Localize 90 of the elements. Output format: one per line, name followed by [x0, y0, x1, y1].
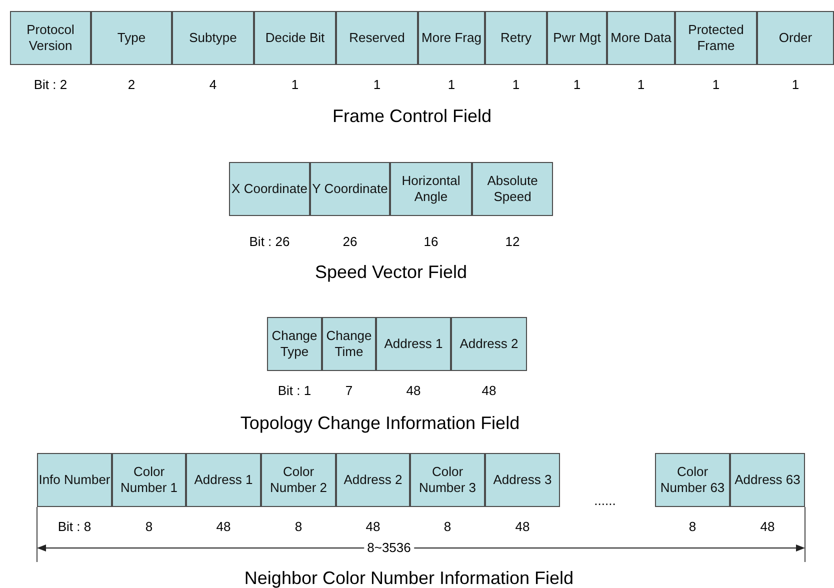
field-box — [376, 317, 451, 371]
field-box — [655, 453, 730, 507]
field-name: Retry — [500, 30, 532, 46]
bit-width: 1 — [512, 77, 520, 92]
field-name: Subtype — [189, 30, 237, 46]
field-title: Topology Change Information Field — [240, 413, 520, 434]
bit-width: 1 — [373, 77, 381, 92]
bit-width: 8 — [294, 519, 302, 534]
bit-width: 48 — [482, 383, 496, 398]
dimension-value: 8~3536 — [364, 540, 414, 555]
field-box — [112, 453, 186, 507]
field-name: Color Number 3 — [418, 464, 478, 496]
bit-width: 26 — [342, 234, 358, 249]
field-box — [267, 317, 322, 371]
field-box — [336, 11, 418, 65]
field-box — [757, 11, 834, 65]
field-name: Type — [117, 30, 146, 46]
field-box — [547, 11, 607, 65]
bit-width: Bit : 1 — [278, 383, 312, 398]
bit-width: Bit : 26 — [249, 234, 290, 249]
field-name: Horizontal Angle — [400, 173, 462, 205]
field-title: Frame Control Field — [332, 106, 492, 127]
field-box — [310, 162, 390, 216]
field-name: Change Time — [325, 328, 373, 360]
field-name: Change Type — [270, 328, 318, 360]
field-name: X Coordinate — [232, 181, 308, 197]
bit-width: 1 — [573, 77, 581, 92]
bit-width: 1 — [637, 77, 645, 92]
field-box — [607, 11, 675, 65]
field-name: Address 2 — [460, 336, 518, 352]
field-box — [91, 11, 172, 65]
field-box — [10, 11, 91, 65]
bit-width: 48 — [366, 519, 380, 534]
field-name: Color Number 63 — [659, 464, 726, 496]
bit-width: 7 — [345, 383, 353, 398]
field-name: Order — [778, 30, 812, 46]
field-name: Y Coordinate — [312, 181, 388, 197]
bit-width: 1 — [448, 77, 456, 92]
bit-width: 48 — [406, 383, 421, 398]
bit-width: 8 — [688, 519, 696, 534]
field-name: Address 1 — [384, 336, 443, 352]
field-name: Color Number 1 — [119, 464, 179, 496]
bit-width: 2 — [128, 77, 136, 92]
field-box — [336, 453, 410, 507]
bit-width: 8 — [145, 519, 153, 534]
field-box — [472, 162, 553, 216]
bit-width: 8 — [444, 519, 452, 534]
field-box — [485, 453, 560, 507]
bit-width: 48 — [760, 519, 775, 534]
bit-width: 48 — [515, 519, 530, 534]
field-name: More Data — [610, 30, 672, 46]
field-name: Address 63 — [734, 472, 800, 488]
field-box — [485, 11, 547, 65]
bit-width: Bit : 2 — [34, 77, 68, 92]
field-box — [390, 162, 472, 216]
field-title: Speed Vector Field — [314, 262, 468, 283]
ellipsis: ...... — [594, 493, 616, 508]
field-name: Protected Frame — [687, 22, 745, 54]
field-box — [730, 453, 805, 507]
field-name: Pwr Mgt — [553, 30, 601, 46]
field-name: Absolute Speed — [486, 173, 539, 205]
field-box — [451, 317, 527, 371]
bit-width: 1 — [792, 77, 800, 92]
bit-width: 48 — [216, 519, 231, 534]
field-box — [254, 11, 336, 65]
bit-width: 1 — [712, 77, 720, 92]
field-box — [186, 453, 261, 507]
bit-width: 16 — [424, 234, 438, 249]
field-box — [37, 453, 112, 507]
field-name: Address 2 — [344, 472, 402, 488]
field-name: Address 3 — [493, 472, 552, 488]
field-name: Address 1 — [194, 472, 253, 488]
field-name: Protocol Version — [26, 22, 76, 54]
bit-width: 1 — [291, 77, 299, 92]
field-name: More Frag — [422, 30, 482, 46]
field-box — [418, 11, 485, 65]
field-name: Reserved — [349, 30, 405, 46]
field-name: Info Number — [38, 472, 110, 488]
field-box — [261, 453, 336, 507]
field-box — [410, 453, 485, 507]
field-box — [675, 11, 757, 65]
field-box — [229, 162, 310, 216]
field-name: Decide Bit — [265, 30, 325, 46]
field-box — [322, 317, 376, 371]
field-name: Color Number 2 — [268, 464, 328, 496]
bit-width: Bit : 8 — [58, 519, 92, 534]
field-box — [172, 11, 254, 65]
bit-width: 4 — [209, 77, 217, 92]
field-title: Neighbor Color Number Information Field — [244, 568, 574, 588]
bit-width: 12 — [505, 234, 520, 249]
